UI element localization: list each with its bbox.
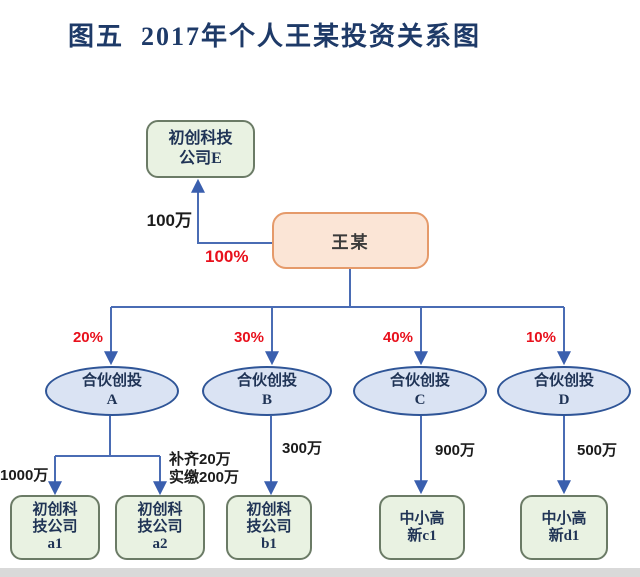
label-amount-c1: 900万: [435, 442, 476, 459]
figure-title: 图五 2017年个人王某投资关系图: [68, 22, 482, 51]
label-percent-fund-b: 30%: [233, 329, 264, 346]
node-fund-b: 合伙创投 B: [202, 366, 332, 416]
node-fund-a: 合伙创投 A: [45, 366, 179, 416]
label-amount-d1: 500万: [577, 442, 618, 459]
label-percent-fund-d: 10%: [525, 329, 556, 346]
node-company-b1: 初创科 技公司 b1: [226, 495, 312, 560]
node-company-d1: 中小高 新d1: [520, 495, 608, 560]
node-company-c1: 中小高 新c1: [379, 495, 465, 560]
node-wang: 王某: [272, 212, 429, 269]
label-note-a2: 补齐20万 实缴200万: [169, 451, 240, 486]
edge-fund-a-split: [55, 416, 160, 457]
label-percent-fund-c: 40%: [382, 329, 413, 346]
edge-wang-to-e: [191, 178, 272, 244]
label-amount-b1: 300万: [282, 440, 323, 457]
label-amount-a1: 1000万: [0, 467, 49, 484]
node-company-a2: 初创科 技公司 a2: [115, 495, 205, 560]
node-fund-d: 合伙创投 D: [497, 366, 631, 416]
node-company-a1: 初创科 技公司 a1: [10, 495, 100, 560]
label-percent-fund-a: 20%: [72, 329, 103, 346]
node-fund-c: 合伙创投 C: [353, 366, 487, 416]
page-bottom-edge: [0, 568, 640, 577]
label-percent-wang-to-e: 100%: [205, 247, 249, 266]
node-company-e: 初创科技 公司E: [146, 120, 255, 178]
label-amount-wang-to-e: 100万: [146, 211, 192, 230]
